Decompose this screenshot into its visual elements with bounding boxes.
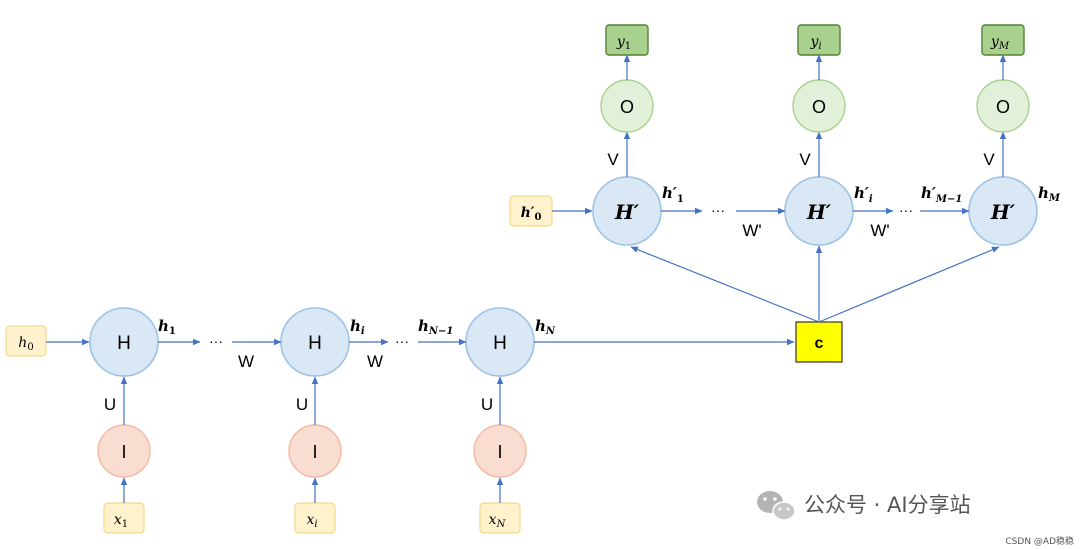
decoder-weight-label: W' (742, 221, 761, 240)
decoder-state-label: h′i (854, 184, 873, 205)
encoder-input-node: I (97, 424, 151, 478)
svg-text:H: H (308, 333, 322, 354)
recurrent-weight-label: W (367, 352, 383, 371)
ellipsis: ··· (711, 202, 725, 218)
ellipsis: ··· (899, 202, 913, 218)
svg-text:xi: xi (306, 512, 317, 530)
svg-text:h′0: h′0 (521, 205, 542, 223)
svg-text:xN: xN (489, 512, 507, 530)
encoder-input-node: I (288, 424, 342, 478)
decoder-initial-state-box: h′0 (509, 195, 553, 227)
encoder-hidden-node: H (465, 307, 535, 377)
svg-text:O: O (812, 97, 826, 117)
decoder-state-label: h′M−1 (921, 184, 962, 205)
input-weight-label: U (104, 395, 116, 414)
decoder-output-node: O (600, 79, 654, 133)
svg-text:x1: x1 (114, 512, 128, 530)
output-weight-label: V (983, 150, 995, 169)
encoder-input-node: I (473, 424, 527, 478)
svg-text:I: I (312, 442, 317, 462)
encoder-input-box: x1 (103, 502, 145, 534)
svg-text:yM: yM (990, 34, 1010, 52)
state-label: h1 (158, 317, 176, 337)
decoder-hidden-node: H′ (592, 176, 662, 246)
svg-text:H′: H′ (990, 200, 1016, 224)
svg-text:c: c (815, 335, 824, 352)
wechat-logo-icon (757, 491, 796, 521)
encoder-input-box: xi (294, 502, 336, 534)
context-to-decoder-arrow (818, 246, 1000, 323)
svg-text:O: O (996, 97, 1010, 117)
decoder-weight-label: W' (870, 221, 889, 240)
svg-text:H: H (493, 333, 507, 354)
svg-text:H′: H′ (614, 200, 640, 224)
ellipsis: ··· (395, 333, 409, 349)
context-vector-box: c (795, 321, 843, 363)
svg-text:H: H (117, 333, 131, 354)
recurrent-weight-label: W (238, 352, 254, 371)
output-weight-label: V (607, 150, 619, 169)
decoder-hidden-node: H′ (784, 176, 854, 246)
svg-text:y1: y1 (616, 34, 631, 52)
watermark-brand: 公众号 · AI分享站 (804, 493, 971, 517)
decoder-output-node: O (976, 79, 1030, 133)
state-label: hi (350, 317, 365, 337)
encoder-input-box: xN (479, 502, 521, 534)
context-to-decoder-arrow (630, 246, 820, 323)
decoder-output-box: yM (981, 24, 1025, 56)
svg-text:H′: H′ (806, 200, 832, 224)
ellipsis: ··· (209, 333, 223, 349)
decoder-state-label: h′1 (662, 184, 684, 205)
svg-text:yi: yi (809, 34, 821, 52)
encoder-hidden-node: H (280, 307, 350, 377)
output-weight-label: V (799, 150, 811, 169)
decoder-output-box: y1 (605, 24, 649, 56)
svg-text:h0: h0 (18, 335, 33, 353)
decoder-hidden-node: H′ (968, 176, 1038, 246)
encoder-initial-state-box: h0 (5, 325, 47, 357)
svg-text:I: I (121, 442, 126, 462)
encoder-hidden-node: H (89, 307, 159, 377)
state-label: hN (535, 317, 556, 337)
input-weight-label: U (296, 395, 308, 414)
decoder-state-label: hM (1038, 184, 1061, 204)
svg-text:I: I (497, 442, 502, 462)
watermark-credit: CSDN @AD稳稳 (1005, 535, 1074, 547)
input-weight-label: U (481, 395, 493, 414)
decoder-output-node: O (792, 79, 846, 133)
state-label: hN−1 (418, 317, 453, 337)
svg-text:O: O (620, 97, 634, 117)
decoder-output-box: yi (797, 24, 841, 56)
